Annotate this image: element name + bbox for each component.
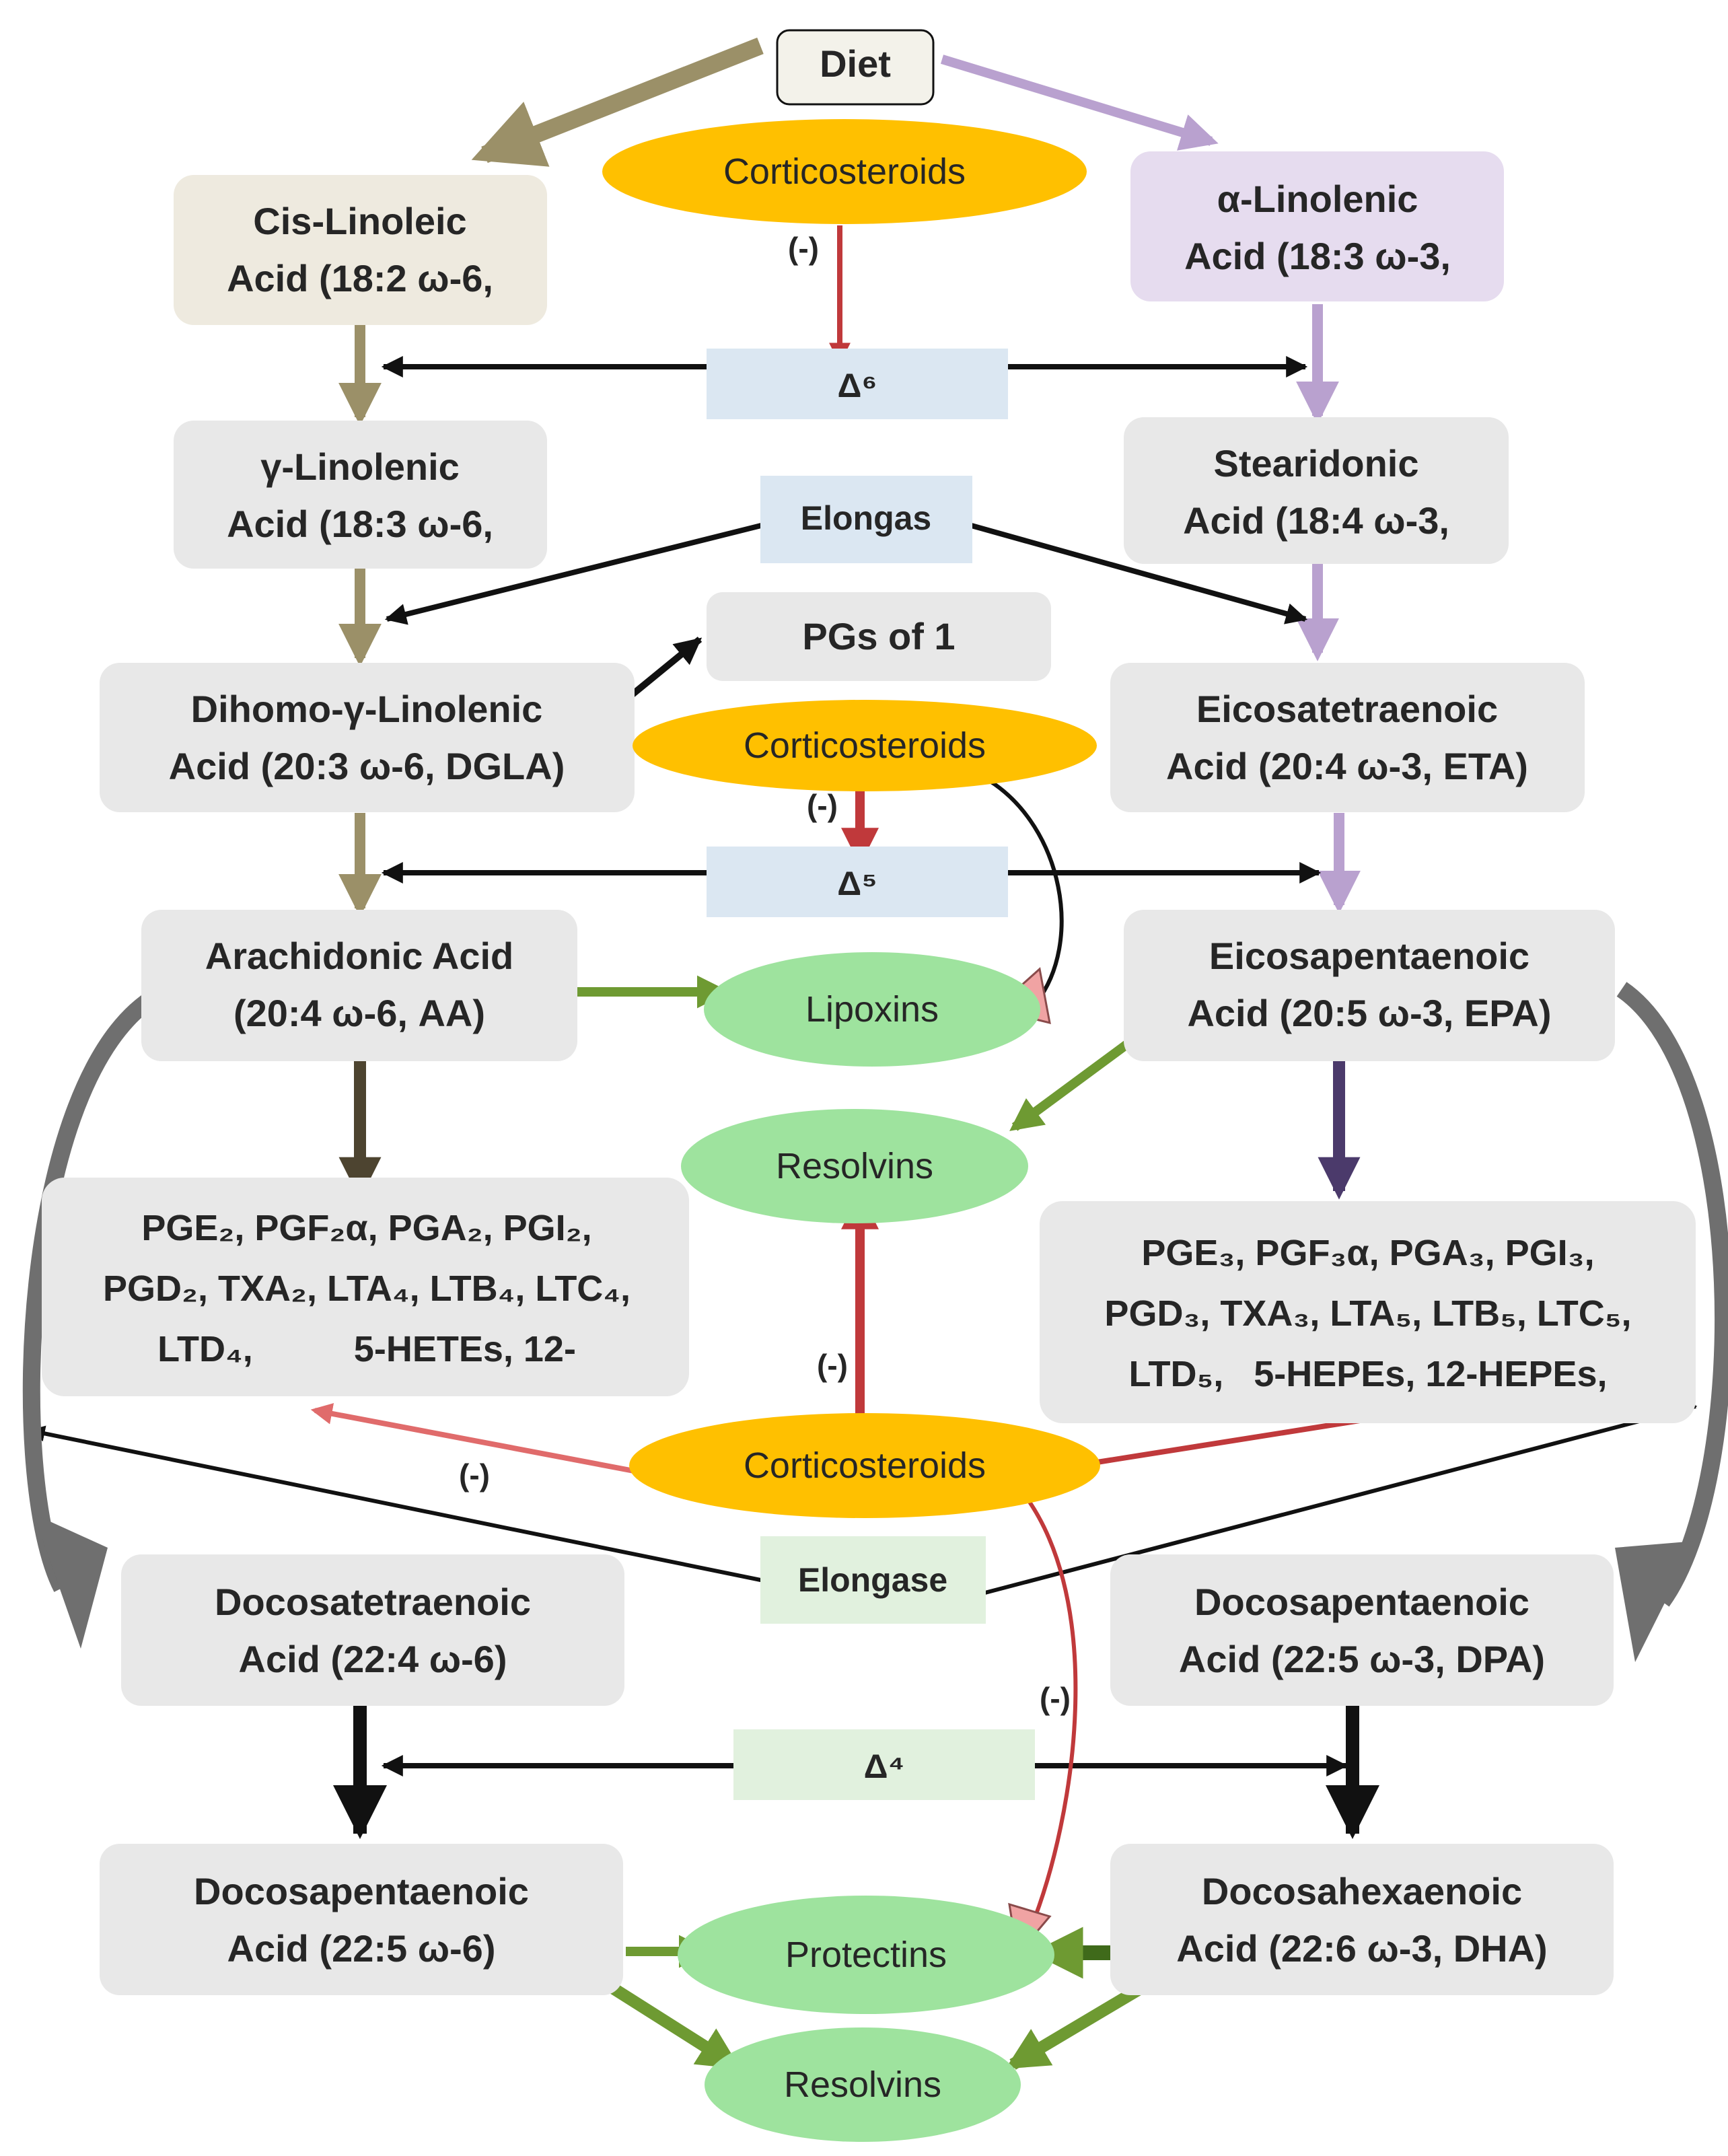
- series2-line3: LTD₄, 5-HETEs, 12-: [157, 1329, 576, 1369]
- aa-line1: Arachidonic Acid: [205, 935, 513, 977]
- aa-curve-head: [34, 1514, 108, 1649]
- cort3-to-series2-arrow: [310, 1403, 670, 1480]
- alpha-linolenic-box: [1130, 151, 1504, 301]
- epa-line2: Acid (20:5 ω-3, EPA): [1187, 992, 1551, 1034]
- cort2-to-lipoxins-curve: [988, 779, 1064, 1004]
- protectins-label: Protectins: [785, 1935, 947, 1975]
- dpa-n6-box: [100, 1844, 623, 1995]
- series3-eicosanoids-box: [1040, 1201, 1696, 1423]
- elongase-left-arrow: [28, 1425, 768, 1583]
- diet-to-cis-linoleic-arrow: [471, 37, 764, 167]
- aa-box: [141, 910, 577, 1061]
- dha-to-resolvins-arrow: [1005, 1983, 1144, 2070]
- corticosteroids-ellipse-top: [602, 119, 1087, 224]
- cis-linoleic-line2: Acid (18:2 ω-6,: [227, 257, 493, 299]
- gamma-linolenic-line1: γ-Linolenic: [260, 445, 460, 488]
- resolvins-ellipse-upper: [681, 1109, 1028, 1223]
- delta6-enzyme-label: Δ⁶: [838, 367, 877, 404]
- negative-sign-middle: (-): [807, 788, 838, 823]
- dha-box: [1110, 1844, 1614, 1995]
- elongas-enzyme-box: [760, 476, 972, 563]
- series3-line3: LTD₅, 5-HEPEs, 12-HEPEs,: [1129, 1354, 1608, 1394]
- diet-box: [776, 29, 935, 106]
- series2-line1: PGE₂, PGF₂α, PGA₂, PGI₂,: [141, 1208, 591, 1248]
- protectins-ellipse: [678, 1896, 1054, 2014]
- series2-eicosanoids-box: [42, 1178, 689, 1396]
- negative-sign-top: (-): [788, 231, 819, 266]
- corticosteroids-label-top: Corticosteroids: [723, 151, 966, 192]
- docosatetraenoic-box: [121, 1554, 624, 1706]
- cis-linoleic-line1: Cis-Linoleic: [253, 200, 466, 242]
- docosatetraenoic-line2: Acid (22:4 ω-6): [239, 1638, 507, 1680]
- lipoxins-ellipse: [704, 952, 1040, 1067]
- elongase-enzyme-box: [760, 1536, 986, 1624]
- delta4-enzyme-label: Δ⁴: [864, 1748, 905, 1785]
- alpha-linolenic-line2: Acid (18:3 ω-3,: [1184, 235, 1451, 277]
- dpa-n6-line2: Acid (22:5 ω-6): [227, 1927, 496, 1970]
- docosatetraenoic-line1: Docosatetraenoic: [215, 1581, 531, 1623]
- negative-sign-protectins: (-): [1040, 1681, 1071, 1716]
- eta-box: [1110, 663, 1585, 812]
- epa-to-dpa-n3-curve: [1616, 982, 1728, 1607]
- stearidonic-line1: Stearidonic: [1214, 442, 1419, 484]
- elongas-left-arrow: [384, 522, 764, 625]
- diet-to-alpha-linolenic-arrow: [940, 55, 1219, 151]
- resolvins-ellipse-lower: [705, 2027, 1021, 2142]
- series2-line2: PGD₂, TXA₂, LTA₄, LTB₄, LTC₄,: [103, 1268, 631, 1309]
- delta4-enzyme-box: [733, 1729, 1035, 1800]
- dpa-n3-line1: Docosapentaenoic: [1194, 1581, 1529, 1623]
- corticosteroids-ellipse-middle: [633, 700, 1097, 791]
- cort3-to-protectins-curve: [1011, 1478, 1078, 1933]
- dgla-to-pgs1-arrow: [623, 637, 703, 703]
- epa-box: [1124, 910, 1615, 1061]
- epa-to-resolvins-arrow: [1009, 1038, 1134, 1131]
- dpa-n6-line1: Docosapentaenoic: [194, 1870, 529, 1912]
- series3-line2: PGD₃, TXA₃, LTA₅, LTB₅, LTC₅,: [1104, 1293, 1631, 1334]
- series3-line1: PGE₃, PGF₃α, PGA₃, PGI₃,: [1141, 1233, 1594, 1273]
- dgla-line2: Acid (20:3 ω-6, DGLA): [169, 745, 565, 787]
- delta6-enzyme-box: [707, 349, 1008, 419]
- eta-line1: Eicosatetraenoic: [1196, 688, 1498, 730]
- cis-linoleic-box: [174, 175, 547, 325]
- dha-line1: Docosahexaenoic: [1202, 1870, 1522, 1912]
- elongase-enzyme-label: Elongase: [798, 1561, 947, 1599]
- dha-line2: Acid (22:6 ω-3, DHA): [1176, 1927, 1547, 1970]
- delta5-enzyme-label: Δ⁵: [837, 865, 877, 902]
- elongase-right-arrow: [982, 1402, 1698, 1595]
- negative-sign-resolvins: (-): [817, 1348, 848, 1383]
- resolvins-label-upper: Resolvins: [776, 1146, 933, 1186]
- elongas-right-arrow: [968, 522, 1308, 624]
- dpa-n3-line2: Acid (22:5 ω-3, DPA): [1179, 1638, 1545, 1680]
- stearidonic-line2: Acid (18:4 ω-3,: [1183, 499, 1449, 542]
- lipoxins-label: Lipoxins: [805, 989, 939, 1030]
- stearidonic-box: [1124, 417, 1509, 564]
- corticosteroids-label-middle: Corticosteroids: [744, 725, 986, 766]
- gamma-linolenic-box: [174, 421, 547, 569]
- dgla-line1: Dihomo-γ-Linolenic: [191, 688, 543, 730]
- negative-sign-left: (-): [459, 1458, 490, 1493]
- alpha-linolenic-line1: α-Linolenic: [1217, 178, 1418, 220]
- epa-line1: Eicosapentaenoic: [1209, 935, 1529, 977]
- epa-curve-head: [1615, 1541, 1696, 1662]
- elongas-enzyme-label: Elongas: [801, 499, 931, 537]
- diet-label: Diet: [820, 42, 891, 85]
- dpa-n3-box: [1110, 1554, 1614, 1706]
- corticosteroids-label-bottom: Corticosteroids: [744, 1445, 986, 1486]
- dgla-box: [100, 663, 635, 812]
- pgs-of-1-label: PGs of 1: [802, 615, 955, 657]
- gamma-linolenic-line2: Acid (18:3 ω-6,: [227, 503, 493, 545]
- resolvins-label-lower: Resolvins: [784, 2064, 941, 2105]
- eta-line2: Acid (20:4 ω-3, ETA): [1166, 745, 1528, 787]
- corticosteroids-ellipse-bottom: [629, 1413, 1100, 1518]
- pgs-of-1-box: [707, 592, 1051, 681]
- aa-line2: (20:4 ω-6, AA): [233, 992, 485, 1034]
- delta5-enzyme-box: [707, 847, 1008, 917]
